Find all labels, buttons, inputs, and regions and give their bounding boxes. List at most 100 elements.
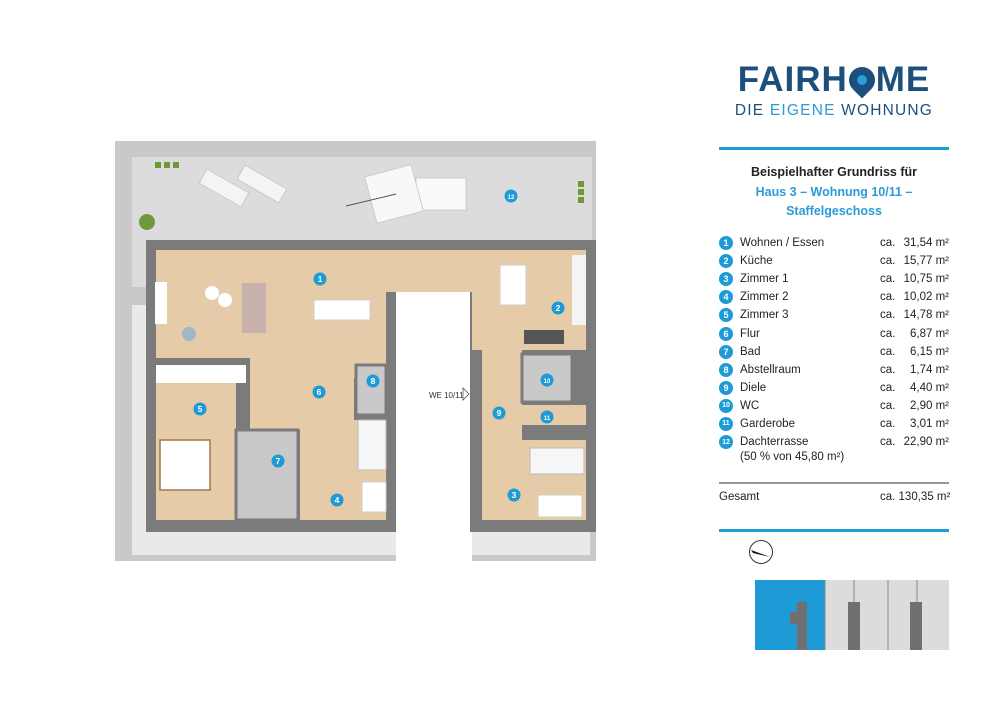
title-line-2: Haus 3 – Wohnung 10/11 – (755, 184, 913, 199)
plan-title: Beispielhafter Grundriss für Haus 3 – Wo… (719, 163, 949, 222)
tagline-highlight: EIGENE (769, 102, 836, 119)
room-ca: ca. (880, 255, 896, 268)
room-number-badge: 3 (719, 272, 733, 287)
room-number-badge: 2 (719, 254, 733, 269)
compass-icon (749, 540, 773, 564)
room-area: 22,90 m² (903, 436, 949, 449)
room-area: 15,77 m² (903, 255, 949, 268)
room-marker-circle (312, 385, 326, 399)
room-marker-number: 8 (371, 376, 376, 386)
total-row: Gesamt ca. 130,35 m² (719, 488, 951, 506)
logo-brand-post: ME (875, 60, 931, 99)
logo-brand-pre: FAIRH (737, 60, 848, 99)
room-marker-number: 11 (544, 416, 551, 422)
room-number-badge: 1 (719, 236, 733, 251)
total-separator (719, 482, 949, 484)
stairwell (396, 292, 472, 562)
room-name: WC (740, 399, 760, 412)
room-marker-number: 6 (317, 387, 322, 397)
divider-top (719, 147, 949, 150)
total-label: Gesamt (719, 491, 760, 504)
room-marker-number: 5 (198, 404, 203, 414)
room-ca: ca. (880, 399, 896, 412)
site-plan (755, 580, 949, 650)
room-marker-circle (271, 454, 285, 468)
roof-terrace (132, 157, 592, 241)
fairhome-logo: FAIRH ME DIE EIGENE WOHNUNG (719, 60, 949, 120)
room-name: Dachterrasse (740, 436, 809, 449)
room-marker: 12 (504, 189, 518, 203)
room-number-badge: 6 (719, 326, 733, 341)
room-name: Diele (740, 381, 767, 394)
room-marker: 9 (492, 406, 506, 420)
unit-label: WE 10/11 (429, 391, 464, 400)
room-number-badge: 5 (719, 308, 733, 323)
room-name: Abstellraum (740, 363, 801, 376)
room-marker-number: 3 (512, 490, 517, 500)
room-number-badge: 12 (719, 435, 733, 450)
logo-tagline: DIE EIGENE WOHNUNG (719, 102, 949, 120)
room-ca: ca. (880, 417, 896, 430)
room-area: 6,15 m² (910, 345, 949, 358)
room-marker-circle (492, 406, 506, 420)
room-list-item: 12 Dachterrasse ca. 22,90 m² (719, 433, 951, 451)
room-marker-circle (504, 189, 518, 203)
room-marker-circle (366, 374, 380, 388)
title-line-1: Beispielhafter Grundriss für (750, 165, 917, 179)
room-area: 1,74 m² (910, 363, 949, 376)
room-ca: ca. (880, 363, 896, 376)
sun-loungers (198, 164, 288, 208)
bathroom (234, 428, 300, 522)
room-area: 2,90 m² (910, 399, 949, 412)
entrance-arrow-icon (462, 387, 470, 401)
room-marker-number: 4 (335, 495, 340, 505)
room-marker: 5 (193, 402, 207, 416)
room-ca: ca. (880, 436, 896, 449)
furniture (155, 255, 586, 518)
room-marker-number: 10 (544, 379, 551, 385)
room-marker-number: 1 (318, 274, 323, 284)
room-marker: 2 (551, 301, 565, 315)
title-line-3: Staffelgeschoss (786, 204, 882, 218)
wardrobe (156, 365, 246, 383)
room-marker-circle (313, 272, 327, 286)
room-marker: 1 (313, 272, 327, 286)
room-marker-circle (507, 488, 521, 502)
room-marker-circle (551, 301, 565, 315)
room-marker-circle (540, 410, 554, 424)
room-ca: ca. (880, 309, 896, 322)
divider-bottom (719, 529, 949, 532)
room-marker: 11 (540, 410, 554, 424)
room-name: Wohnen / Essen (740, 237, 825, 250)
room-name: Garderobe (740, 417, 795, 430)
room-ca: ca. (880, 345, 896, 358)
room-number-badge: 11 (719, 416, 733, 431)
room-name: Küche (740, 255, 773, 268)
room-marker-circle (330, 493, 344, 507)
room-marker: 6 (312, 385, 326, 399)
room-name: Zimmer 2 (740, 291, 789, 304)
room-area: 14,78 m² (903, 309, 949, 322)
terrace-gravel-right (470, 532, 590, 555)
location-pin-icon (843, 61, 881, 99)
room-marker-number: 12 (508, 195, 515, 201)
room-marker: 3 (507, 488, 521, 502)
room-area: 6,87 m² (910, 327, 949, 340)
room-marker: 7 (271, 454, 285, 468)
room-marker: 8 (366, 374, 380, 388)
tagline-pre: DIE (734, 102, 770, 119)
room-marker-number: 7 (276, 456, 281, 466)
room-marker-number: 9 (497, 408, 502, 418)
room-ca: ca. (880, 237, 896, 250)
room-number-badge: 7 (719, 344, 733, 359)
room-ca: ca. (880, 273, 896, 286)
room-name: Flur (740, 327, 760, 340)
